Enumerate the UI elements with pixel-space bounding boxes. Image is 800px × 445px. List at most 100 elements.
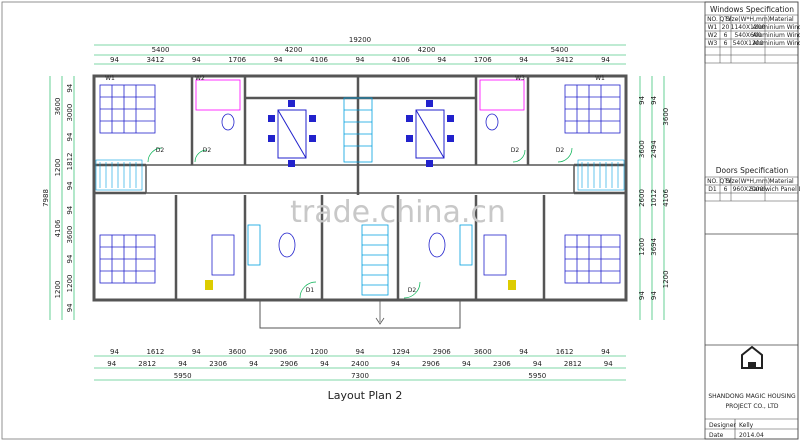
center-stair	[247, 97, 473, 296]
toilet-icon	[221, 113, 235, 131]
spec-header-cell: NO.	[707, 178, 718, 185]
dim-top-row1: 5400	[152, 46, 170, 54]
company-name-line2: PROJECT CO., LTD	[725, 403, 778, 410]
dim-bottom-row2: 2812	[564, 360, 582, 368]
chairs	[268, 100, 454, 167]
dim-top-row2: 94	[437, 56, 446, 64]
plan-caption: Layout Plan 2	[328, 389, 403, 402]
bath-fixtures	[195, 79, 525, 111]
dim-bottom-row2: 2906	[280, 360, 298, 368]
dim-bottom-row1: 3600	[474, 348, 492, 356]
dim-left-inner: 94	[66, 83, 74, 92]
dim-left-mid: 3600	[54, 98, 62, 116]
dim-top-row2: 94	[110, 56, 119, 64]
porch	[259, 300, 461, 329]
spec-header-cell: QTY	[719, 178, 731, 185]
spec-cell: 20	[722, 24, 730, 31]
spec-cell: Sandwich Panel Door	[750, 186, 800, 193]
corridor	[145, 164, 575, 194]
dim-top-row2: 94	[519, 56, 528, 64]
yellow-fixtures	[205, 280, 516, 290]
dim-left-inner: 1812	[66, 152, 74, 170]
dim-bottom-row1: 2906	[269, 348, 287, 356]
dim-right-mid: 94	[650, 95, 658, 104]
room-tag: D2	[556, 147, 565, 154]
dim-left-inner: 1200	[66, 274, 74, 292]
dim-top-row2: 1706	[474, 56, 492, 64]
interior-walls	[94, 76, 626, 300]
watermark: trade.china.cn	[290, 195, 506, 230]
dim-bottom-row2: 94	[604, 360, 613, 368]
dim-left-inner: 94	[66, 303, 74, 312]
spec-header-cell: Size(W*H,mm)	[726, 178, 770, 185]
dim-top-row2: 94	[356, 56, 365, 64]
dim-right-inner: 1200	[638, 238, 646, 256]
dim-right-mid: 1012	[650, 189, 658, 207]
spec-cell: 540X600	[734, 32, 761, 39]
dim-left-inner: 94	[66, 132, 74, 141]
sink-icon	[428, 232, 446, 258]
dim-right-inner: 3600	[638, 140, 646, 158]
dim-top-row2: 4106	[310, 56, 328, 64]
dim-right-outer: 1200	[662, 270, 670, 288]
dim-bottom-row2: 2306	[209, 360, 227, 368]
spec-header-cell: Size(W*H,mm)	[726, 16, 770, 23]
dim-bottom-row1: 1612	[556, 348, 574, 356]
dim-bottom-row1: 94	[356, 348, 365, 356]
dim-left-outer: 7988	[42, 189, 50, 207]
dim-left-mid: 1200	[54, 281, 62, 299]
dining-tables	[277, 109, 445, 159]
outer-wall	[92, 74, 628, 302]
dim-bottom-row1: 94	[192, 348, 201, 356]
window-hatches	[95, 159, 625, 191]
toilets	[211, 113, 507, 276]
spec-cell: W2	[708, 32, 718, 39]
dimension-lines	[49, 44, 665, 381]
spec-cell: D1	[708, 186, 717, 193]
date-value: 2014.04	[739, 432, 764, 439]
dim-left-inner: 3600	[66, 226, 74, 244]
company-name-line1: SHANDONG MAGIC HOUSING	[708, 393, 796, 400]
dim-left-inner: 94	[66, 205, 74, 214]
dim-bottom-row2: 2812	[138, 360, 156, 368]
dim-right-inner: 2600	[638, 189, 646, 207]
dim-bottom-row3: 5950	[174, 372, 192, 380]
dim-bottom-row1: 1200	[310, 348, 328, 356]
dim-bottom-row1: 2906	[433, 348, 451, 356]
room-tag: W3	[515, 75, 525, 82]
spec-header-cell: QTY	[719, 16, 731, 23]
spec-cell: Aluminium Window	[753, 24, 800, 31]
dim-left-mid: 1200	[54, 159, 62, 177]
spec-cell: 6	[724, 40, 728, 47]
room-tag: D2	[203, 147, 212, 154]
dim-right-inner: 94	[638, 291, 646, 300]
designer-label: Designer	[709, 422, 736, 429]
dim-right-outer: 3600	[662, 108, 670, 126]
dim-left-inner: 94	[66, 254, 74, 263]
dim-top-row2: 3412	[146, 56, 164, 64]
designer-value: Kelly	[739, 422, 754, 429]
dim-right-mid: 2494	[650, 140, 658, 158]
dim-right-mid: 3694	[650, 237, 658, 255]
dim-bottom-row2: 94	[391, 360, 400, 368]
dim-bottom-row2: 94	[462, 360, 471, 368]
dim-bottom-row1: 1294	[392, 348, 410, 356]
dim-bottom-row2: 2400	[351, 360, 369, 368]
dim-bottom-row3: 7300	[351, 372, 369, 380]
dim-top-row2: 4106	[392, 56, 410, 64]
dim-bottom-row2: 94	[107, 360, 116, 368]
spec-header-cell: NO.	[707, 16, 718, 23]
spec-cell: 6	[724, 186, 728, 193]
entry-arrow-head	[375, 317, 385, 325]
dim-top-row1: 4200	[285, 46, 303, 54]
beds	[99, 84, 621, 284]
spec-panel: Windows Specification NO.QTYSize(W*H,mm)…	[704, 1, 800, 440]
dim-top-row2: 94	[274, 56, 283, 64]
room-tag: D2	[408, 287, 417, 294]
dim-top-row1: 5400	[551, 46, 569, 54]
room-tag: D2	[156, 147, 165, 154]
